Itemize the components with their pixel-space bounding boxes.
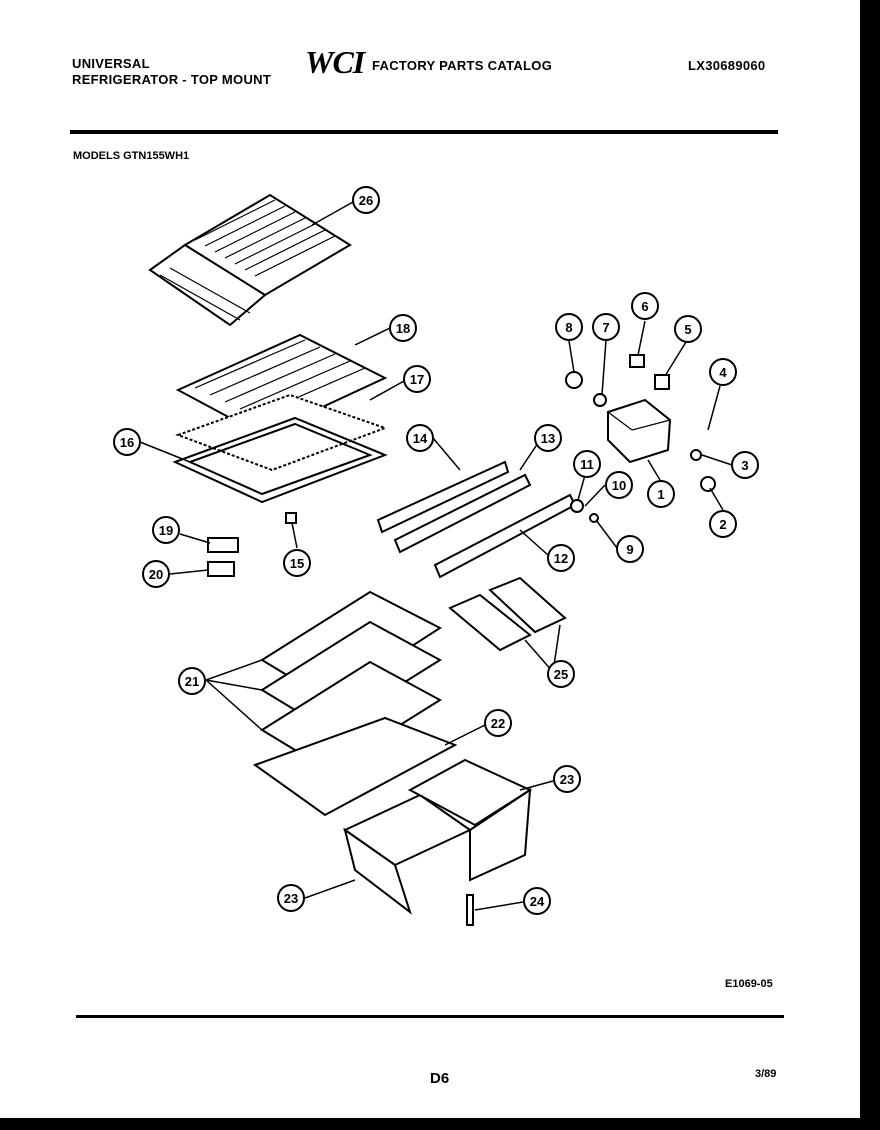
catalog-number: LX30689060 [688, 58, 766, 73]
callout-23-left: 23 [277, 884, 305, 912]
svg-text:2: 2 [719, 517, 726, 532]
brand-line-1: UNIVERSAL [72, 56, 150, 71]
svg-text:14: 14 [413, 431, 428, 446]
svg-text:19: 19 [159, 523, 173, 538]
callout-18: 18 [389, 314, 417, 342]
svg-text:23: 23 [284, 891, 298, 906]
svg-text:9: 9 [626, 542, 633, 557]
svg-text:10: 10 [612, 478, 626, 493]
svg-text:25: 25 [554, 667, 568, 682]
svg-text:8: 8 [565, 320, 572, 335]
svg-text:15: 15 [290, 556, 304, 571]
callout-11: 11 [573, 450, 601, 478]
svg-text:24: 24 [530, 894, 545, 909]
header-rule [70, 130, 778, 134]
callout-25: 25 [547, 660, 575, 688]
callout-22: 22 [484, 709, 512, 737]
callout-12: 12 [547, 544, 575, 572]
leader-lines [139, 201, 733, 911]
svg-text:26: 26 [359, 193, 373, 208]
callout-16: 16 [113, 428, 141, 456]
svg-text:4: 4 [719, 365, 727, 380]
svg-text:21: 21 [185, 674, 199, 689]
small-hardware-parts [207, 354, 716, 926]
svg-text:6: 6 [641, 299, 648, 314]
callout-26: 26 [352, 186, 380, 214]
callout-5: 5 [674, 315, 702, 343]
callout-13: 13 [534, 424, 562, 452]
callout-6: 6 [631, 292, 659, 320]
callout-1: 1 [647, 480, 675, 508]
callout-8: 8 [555, 313, 583, 341]
callout-17: 17 [403, 365, 431, 393]
svg-text:13: 13 [541, 431, 555, 446]
svg-text:7: 7 [602, 320, 609, 335]
shelf-frame-part [172, 416, 388, 504]
svg-text:5: 5 [684, 322, 691, 337]
callout-4: 4 [709, 358, 737, 386]
callout-21: 21 [178, 667, 206, 695]
svg-text:23: 23 [560, 772, 574, 787]
callout-9-lower: 9 [616, 535, 644, 563]
ice-trays-part [448, 576, 567, 652]
light-housing-part [607, 398, 672, 464]
crisper-drawers-part [343, 758, 533, 915]
brand-line-2: REFRIGERATOR - TOP MOUNT [72, 72, 272, 87]
svg-text:11: 11 [580, 457, 594, 472]
glass-shelves-part [260, 590, 442, 772]
footer-rule [76, 1015, 784, 1018]
svg-text:20: 20 [149, 567, 163, 582]
callout-24: 24 [523, 887, 551, 915]
parts-catalog-page: UNIVERSAL REFRIGERATOR - TOP MOUNT WCI F… [0, 0, 860, 1118]
callout-20: 20 [142, 560, 170, 588]
catalog-title: FACTORY PARTS CATALOG [372, 58, 553, 73]
callout-23-right: 23 [553, 765, 581, 793]
svg-text:18: 18 [396, 321, 410, 336]
callout-3: 3 [731, 451, 759, 479]
callout-7: 7 [592, 313, 620, 341]
crisper-cover-part [252, 716, 458, 817]
callout-10: 10 [605, 471, 633, 499]
catalog-date: 3/89 [755, 1068, 777, 1080]
wire-shelf-part [148, 193, 352, 327]
callout-15: 15 [283, 549, 311, 577]
callout-14: 14 [406, 424, 434, 452]
shelf-rail-parts [376, 460, 577, 579]
svg-text:17: 17 [410, 372, 424, 387]
page-number: D6 [430, 1070, 450, 1087]
exploded-parts-diagram: 26 18 17 16 14 13 12 11 10 9 8 7 6 5 4 3… [113, 186, 759, 926]
diagram-code: E1069-05 [725, 978, 773, 990]
wci-logo: WCI [305, 44, 365, 80]
svg-text:1: 1 [657, 487, 664, 502]
svg-text:16: 16 [120, 435, 134, 450]
callout-2: 2 [709, 510, 737, 538]
svg-text:12: 12 [554, 551, 568, 566]
callout-19: 19 [152, 516, 180, 544]
models-label: MODELS GTN155WH1 [73, 150, 190, 162]
insulation-panel-part [175, 393, 388, 472]
svg-text:3: 3 [741, 458, 748, 473]
svg-text:22: 22 [491, 716, 505, 731]
